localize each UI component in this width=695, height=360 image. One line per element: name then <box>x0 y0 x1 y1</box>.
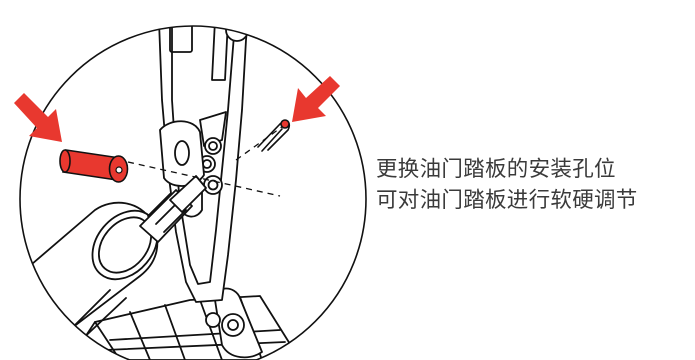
pedal-base-frame <box>69 287 301 360</box>
caption: 更换油门踏板的安装孔位 可对油门踏板进行软硬调节 <box>376 154 638 216</box>
caption-line-2: 可对油门踏板进行软硬调节 <box>376 188 638 213</box>
pedal-arm <box>157 26 251 303</box>
arrow-left-icon <box>14 93 62 142</box>
alignment-dashed-line <box>127 161 281 197</box>
detail-circle <box>19 25 367 360</box>
caption-line-1: 更换油门踏板的安装孔位 <box>376 157 616 182</box>
red-pin <box>59 149 129 183</box>
arrow-right-icon <box>292 76 340 122</box>
retaining-clip <box>257 119 291 152</box>
